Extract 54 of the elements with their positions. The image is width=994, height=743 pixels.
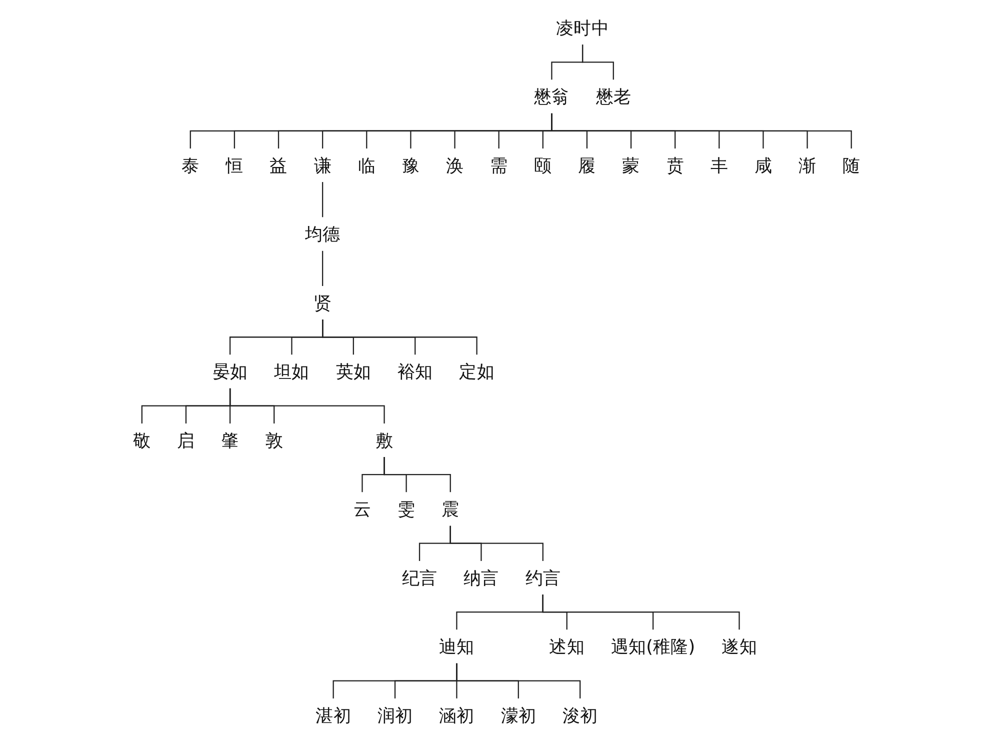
node-text: 敬 [133,430,152,451]
node-text: 咸 [754,154,772,176]
connector [322,320,478,355]
node-text: 纪言 [402,567,438,588]
connector [322,250,324,286]
node-text: 随 [842,154,861,176]
node-text: 湛初 [316,704,352,726]
node-text: 约言 [526,567,561,588]
node-text: 益 [270,154,288,176]
node-text: 需 [490,154,508,176]
node-text: 裕知 [398,360,434,382]
node-text: 英如 [336,360,372,382]
connector [450,526,544,561]
node-text: 遂知 [722,636,758,658]
node-text: 肇 [222,430,240,451]
node-text: 定如 [460,360,495,382]
node-text: 履 [578,154,596,176]
node-text: 丰 [710,154,728,176]
connector [456,663,582,698]
connector [384,456,452,492]
node-text: 渐 [798,154,816,176]
node-text: 濛初 [501,704,536,726]
node-text: 临 [358,154,376,176]
node-text: 颐 [534,154,552,176]
node-text: 润初 [378,704,413,726]
node-text: 懋翁 [534,86,570,108]
node-text: 谦 [314,154,332,176]
node-text: 涣 [446,154,464,176]
node-text: 贲 [666,154,684,176]
node-text: 豫 [402,154,420,176]
node-text: 述知 [550,636,585,658]
node-text: 遇知(稚隆) [611,636,696,658]
node-text: 均德 [305,223,341,245]
node-text: 雯 [398,498,416,520]
node-text: 凌时中 [556,17,610,38]
node-text: 懋老 [596,86,632,108]
connector [582,44,614,80]
node-text: 敦 [266,430,284,451]
node-text: 震 [442,498,460,520]
node-text: 泰 [182,154,200,176]
node-text: 启 [178,430,196,451]
node-text: 迪知 [439,636,475,658]
connector [542,594,740,630]
node-text: 敷 [376,430,394,451]
connector [322,182,324,218]
node-text: 坦如 [274,360,310,382]
node-text: 纳言 [464,567,500,588]
node-text: 贤 [314,292,332,314]
node-text: 蒙 [622,154,640,176]
node-text: 云 [354,498,372,520]
node-text: 浚初 [562,704,598,726]
node-text: 晏如 [212,360,248,382]
connector [230,388,386,424]
node-text: 涵初 [439,704,475,726]
